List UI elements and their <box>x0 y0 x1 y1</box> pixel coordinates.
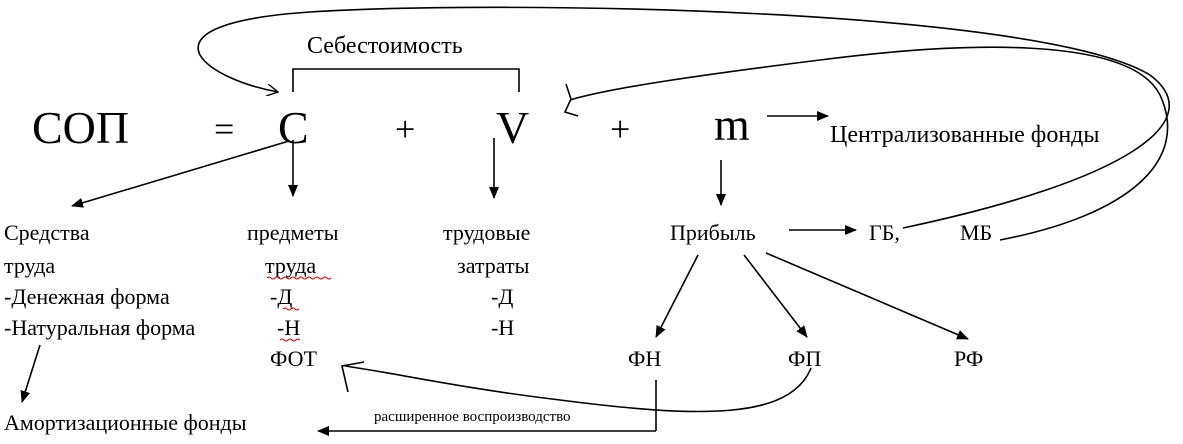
means-line-3: -Денежная форма <box>4 284 170 309</box>
v-bracket-mark <box>563 83 579 117</box>
objects-line-3: -Д <box>270 284 292 309</box>
objects-line-2: труда <box>265 253 316 278</box>
fn-label: ФН <box>628 346 661 371</box>
spellcheck-underline <box>282 307 300 311</box>
fp-label: ФП <box>788 346 821 371</box>
gb-label: ГБ, <box>869 220 900 245</box>
objects-line-1: предметы <box>247 220 339 245</box>
fot-label: ФОТ <box>270 346 318 371</box>
loop-gb-to-c <box>197 6 1170 229</box>
mb-label: МБ <box>960 220 992 245</box>
centralized-funds-label: Централизованные фонды <box>830 122 1100 148</box>
spellcheck-underline <box>279 338 301 342</box>
v-variable: V <box>496 102 529 153</box>
plus-sign-2: + <box>610 109 630 149</box>
cost-bracket <box>292 68 520 92</box>
arrow-c-to-means <box>71 140 290 208</box>
labor-line-4: -Н <box>491 315 514 340</box>
labor-line-1: трудовые <box>443 220 530 245</box>
arrow-profit-to-fn <box>655 254 699 338</box>
means-line-1: Средства <box>4 220 90 245</box>
cost-label: Себестоимость <box>307 33 463 59</box>
rf-label: РФ <box>954 346 983 371</box>
amortization-funds-label: Амортизационные фонды <box>4 410 247 435</box>
spellcheck-underline <box>266 276 332 280</box>
means-line-2: труда <box>4 253 55 278</box>
labor-line-3: -Д <box>491 284 513 309</box>
arrow-profit-to-fp <box>743 254 808 338</box>
equals-sign: = <box>214 109 234 149</box>
labor-line-2: затраты <box>457 253 530 278</box>
m-variable: m <box>714 99 750 150</box>
expanded-reproduction-label: расширенное воспроизводство <box>374 409 571 425</box>
objects-line-4: -Н <box>277 315 300 340</box>
curve-fp-to-fot <box>344 365 812 413</box>
arrow-means-to-amortization <box>20 344 41 403</box>
loop-mb-to-v <box>569 46 1169 241</box>
arrow-profit-to-rf <box>765 252 969 340</box>
means-line-4: -Натуральная форма <box>4 315 196 340</box>
fot-arrowhead <box>341 361 365 393</box>
plus-sign-1: + <box>395 109 415 149</box>
sop-label: СОП <box>32 102 129 153</box>
profit-label: Прибыль <box>670 220 756 245</box>
